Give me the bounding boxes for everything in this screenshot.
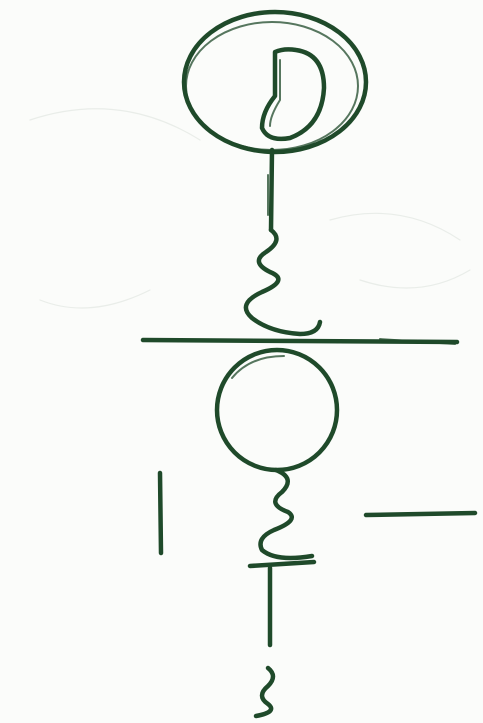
lower-coil [261, 470, 313, 558]
paper-smudges [30, 109, 470, 308]
left-vertical-stroke [160, 473, 161, 553]
upper-coil [246, 230, 320, 334]
lower-circle-trace [232, 356, 284, 378]
upper-d-shape [262, 49, 324, 139]
lower-coil-base [250, 562, 314, 566]
lower-tail [256, 668, 273, 716]
lower-figure [217, 350, 337, 716]
upper-stem [271, 150, 272, 230]
upper-figure [184, 12, 366, 334]
lower-circle [217, 350, 337, 470]
right-horizontal-stroke [366, 513, 475, 515]
upper-ring-trace [186, 22, 358, 150]
